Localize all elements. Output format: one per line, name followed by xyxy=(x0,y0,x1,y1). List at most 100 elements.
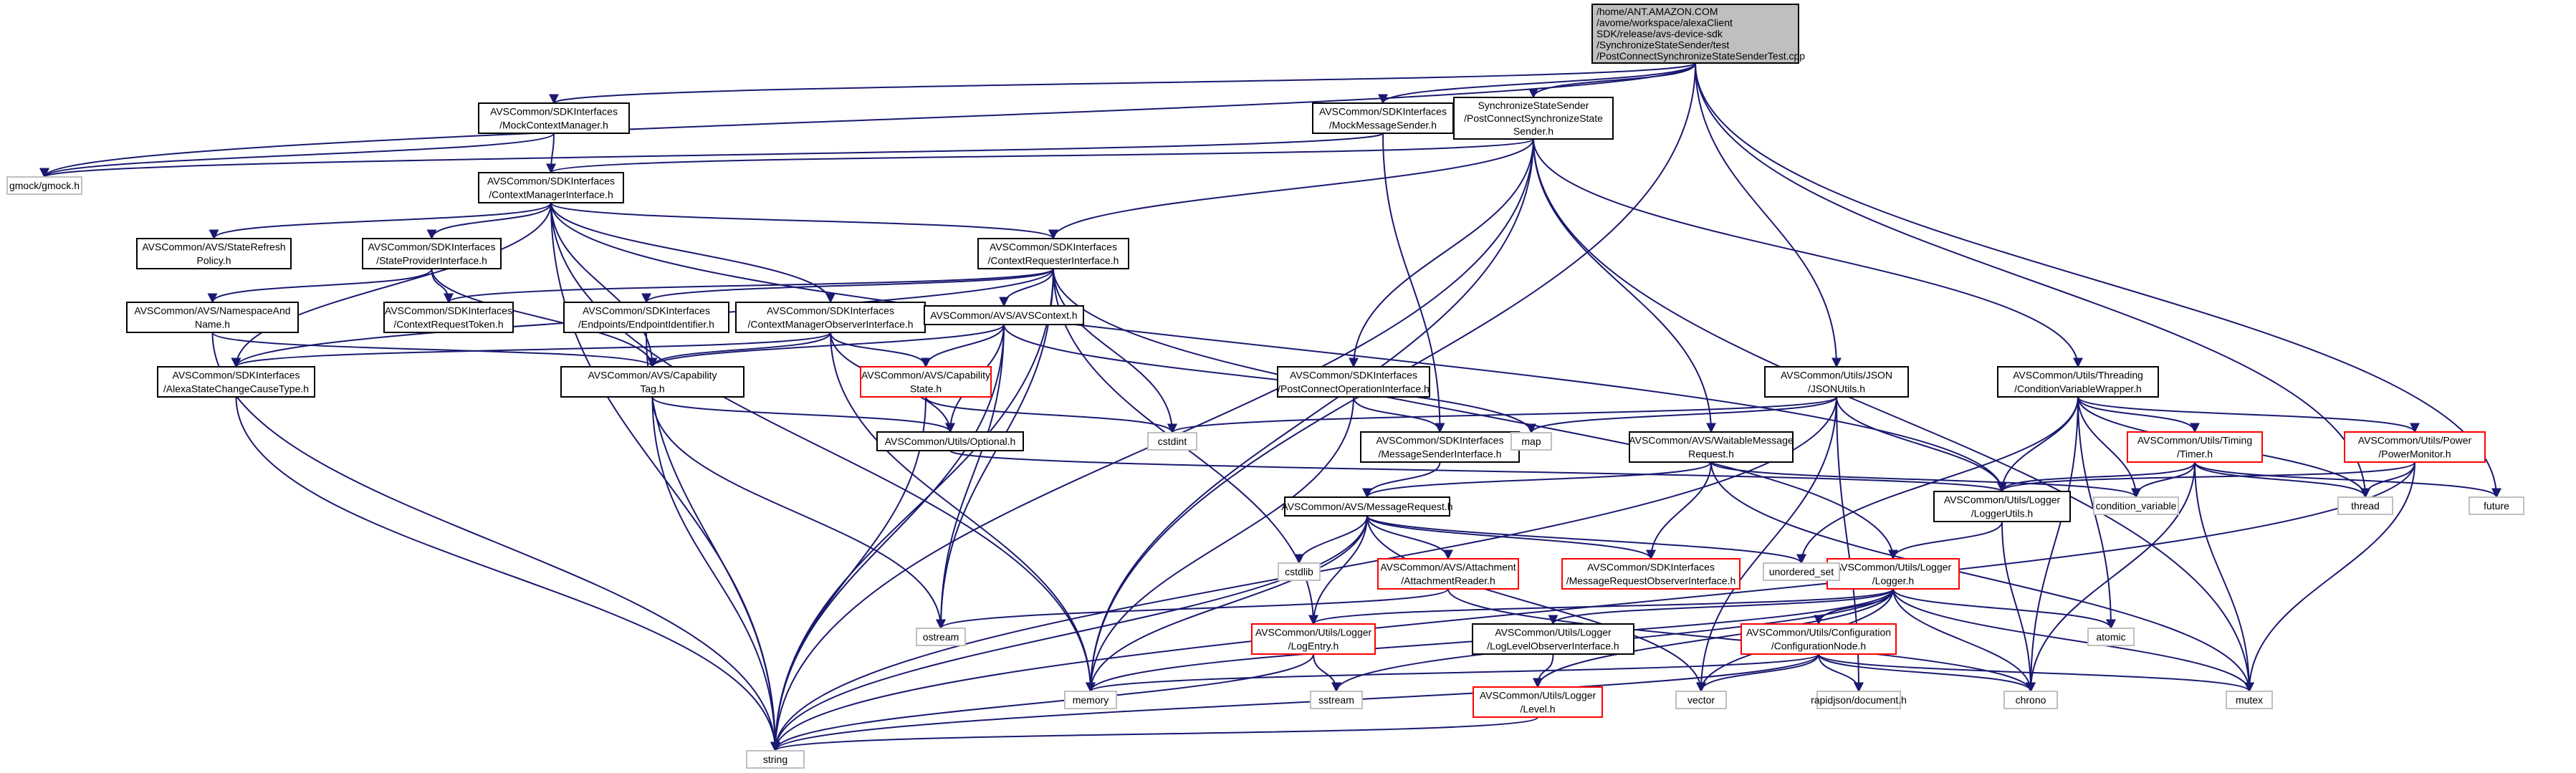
edge-condwrap-to-condvar xyxy=(2077,396,2141,499)
node-loglevelobs[interactable]: AVSCommon/Utils/Logger/LogLevelObserverI… xyxy=(1472,623,1634,655)
node-powermon[interactable]: AVSCommon/Utils/Power/PowerMonitor.h xyxy=(2344,431,2486,463)
edge-msgrequest-to-unordered_set xyxy=(1366,515,1806,565)
node-label-vector-0: vector xyxy=(1687,694,1715,706)
edge-msgrequest-to-logentry xyxy=(1308,515,1368,625)
node-attachreader[interactable]: AVSCommon/AVS/Attachment/AttachmentReade… xyxy=(1377,558,1519,590)
edge-level-to-string xyxy=(770,716,1538,752)
edge-syncsender-to-ctxreq xyxy=(1048,138,1534,240)
node-box-ctxmgrobs xyxy=(735,302,926,333)
edge-loggerutils-to-chrono xyxy=(2001,521,2036,693)
node-box-gmock xyxy=(6,176,82,195)
node-label-logentry-0: AVSCommon/Utils/Logger xyxy=(1255,627,1372,638)
node-label-mutex-0: mutex xyxy=(2236,694,2263,706)
edge-root-to-future xyxy=(1695,62,2501,499)
node-label-future-0: future xyxy=(2484,500,2509,512)
node-box-future xyxy=(2469,496,2524,515)
node-box-mutex xyxy=(2226,691,2273,709)
edge-postconn-to-memory xyxy=(1086,396,1354,693)
edge-timer-to-loggerutils xyxy=(1997,461,2196,493)
node-logentry[interactable]: AVSCommon/Utils/Logger/LogEntry.h xyxy=(1251,623,1376,655)
node-label-msgreqobs-0: AVSCommon/SDKInterfaces xyxy=(1587,562,1715,573)
node-alexastate[interactable]: AVSCommon/SDKInterfaces/AlexaStateChange… xyxy=(157,366,315,398)
node-label-ctxmgr-0: AVSCommon/SDKInterfaces xyxy=(487,176,615,187)
node-label-timer-1: /Timer.h xyxy=(2177,448,2213,460)
edge-mockmsg-to-gmock xyxy=(39,133,1384,178)
node-label-root-3: /SynchronizeStateSender/test xyxy=(1596,39,1729,51)
node-label-condwrap-0: AVSCommon/Utils/Threading xyxy=(2013,370,2143,381)
node-box-syncsender xyxy=(1453,97,1614,140)
node-confignode[interactable]: AVSCommon/Utils/Configuration/Configurat… xyxy=(1741,623,1897,655)
node-optional[interactable]: AVSCommon/Utils/Optional.h xyxy=(876,431,1024,451)
edge-root-to-syncsender xyxy=(1528,62,1696,99)
node-box-ctxmgr xyxy=(478,172,624,203)
node-label-stateprov-0: AVSCommon/SDKInterfaces xyxy=(368,241,496,253)
node-label-map-0: map xyxy=(1521,436,1541,447)
node-avscontext[interactable]: AVSCommon/AVS/AVSContext.h xyxy=(924,305,1084,325)
node-label-ostream-0: ostream xyxy=(923,631,959,643)
edge-ctxreq-to-avscontext xyxy=(999,268,1054,307)
node-label-postconn-1: /PostConnectOperationInterface.h xyxy=(1278,383,1430,395)
edge-captag-to-ostream xyxy=(651,396,946,630)
node-label-powermon-1: /PowerMonitor.h xyxy=(2378,448,2451,460)
node-postconn[interactable]: AVSCommon/SDKInterfaces/PostConnectOpera… xyxy=(1277,366,1430,398)
nodes-layer: /home/ANT.AMAZON.COM/avome/workspace/ale… xyxy=(6,4,2524,769)
edge-captag-to-optional xyxy=(651,396,955,433)
node-box-staterefresh xyxy=(136,238,292,269)
edge-logger-to-chrono xyxy=(1892,588,2036,693)
node-label-ctxmgr-1: /ContextManagerInterface.h xyxy=(489,189,613,201)
node-endpointid[interactable]: AVSCommon/SDKInterfaces/Endpoints/Endpoi… xyxy=(563,302,729,333)
edge-root-to-gmock xyxy=(39,62,1696,178)
node-ctxmgr[interactable]: AVSCommon/SDKInterfaces/ContextManagerIn… xyxy=(478,172,624,203)
edge-ctxmgrobs-to-alexastate xyxy=(231,332,831,368)
node-syncsender[interactable]: SynchronizeStateSender/PostConnectSynchr… xyxy=(1453,97,1614,140)
node-cstdlib: cstdlib xyxy=(1278,562,1321,581)
edge-loggerutils-to-logger xyxy=(1888,521,2003,560)
edge-ctxmgrobs-to-memory xyxy=(830,332,1096,693)
node-chrono: chrono xyxy=(2003,691,2058,709)
node-level[interactable]: AVSCommon/Utils/Logger/Level.h xyxy=(1473,686,1603,718)
node-label-attachreader-0: AVSCommon/AVS/Attachment xyxy=(1380,562,1516,573)
node-label-level-1: /Level.h xyxy=(1520,704,1555,715)
node-stateprov[interactable]: AVSCommon/SDKInterfaces/StateProviderInt… xyxy=(362,238,502,269)
edge-timer-to-condvar xyxy=(2131,461,2196,499)
node-ctxreq[interactable]: AVSCommon/SDKInterfaces/ContextRequester… xyxy=(977,238,1129,269)
node-label-capstate-1: State.h xyxy=(910,383,942,395)
node-logger[interactable]: AVSCommon/Utils/Logger/Logger.h xyxy=(1826,558,1960,590)
node-label-optional-0: AVSCommon/Utils/Optional.h xyxy=(885,436,1016,447)
node-box-attachreader xyxy=(1377,558,1519,590)
node-vector: vector xyxy=(1675,691,1727,709)
node-msgreqobs[interactable]: AVSCommon/SDKInterfaces/MessageRequestOb… xyxy=(1561,558,1741,590)
node-label-sstream-0: sstream xyxy=(1318,694,1354,706)
edges-layer xyxy=(39,62,2501,752)
node-ctxtoken[interactable]: AVSCommon/SDKInterfaces/ContextRequestTo… xyxy=(383,302,514,333)
edge-ctxmgr-to-captag xyxy=(550,202,658,368)
edge-waitable-to-condvar xyxy=(1710,461,2141,499)
node-msgrequest[interactable]: AVSCommon/AVS/MessageRequest.h xyxy=(1281,496,1453,517)
edge-ctxmgr-to-ctxreq xyxy=(550,202,1058,240)
node-unordered_set: unordered_set xyxy=(1763,562,1840,581)
node-msgsender[interactable]: AVSCommon/SDKInterfaces/MessageSenderInt… xyxy=(1360,431,1520,463)
edge-condwrap-to-chrono xyxy=(2026,396,2079,693)
node-label-condwrap-1: /ConditionVariableWrapper.h xyxy=(2014,383,2142,395)
node-string: string xyxy=(746,750,805,769)
node-label-endpointid-0: AVSCommon/SDKInterfaces xyxy=(583,305,710,317)
node-mockctx[interactable]: AVSCommon/SDKInterfaces/MockContextManag… xyxy=(478,102,630,134)
node-box-endpointid xyxy=(563,302,729,333)
node-label-chrono-0: chrono xyxy=(2016,694,2046,706)
node-label-mockctx-0: AVSCommon/SDKInterfaces xyxy=(490,106,618,117)
edge-ctxreq-to-endpointid xyxy=(641,268,1054,304)
node-root[interactable]: /home/ANT.AMAZON.COM/avome/workspace/ale… xyxy=(1591,4,1805,64)
edge-condwrap-to-loggerutils xyxy=(1997,396,2079,493)
node-jsonutils[interactable]: AVSCommon/Utils/JSON/JSONUtils.h xyxy=(1764,366,1909,398)
edge-stateprov-to-ctxtoken xyxy=(431,268,454,304)
node-condwrap[interactable]: AVSCommon/Utils/Threading/ConditionVaria… xyxy=(1997,366,2159,398)
node-timer[interactable]: AVSCommon/Utils/Timing/Timer.h xyxy=(2127,431,2263,463)
node-loggerutils[interactable]: AVSCommon/Utils/Logger/LoggerUtils.h xyxy=(1933,491,2071,522)
node-mockmsg[interactable]: AVSCommon/SDKInterfaces/MockMessageSende… xyxy=(1312,102,1454,134)
node-ctxmgrobs[interactable]: AVSCommon/SDKInterfaces/ContextManagerOb… xyxy=(735,302,926,333)
